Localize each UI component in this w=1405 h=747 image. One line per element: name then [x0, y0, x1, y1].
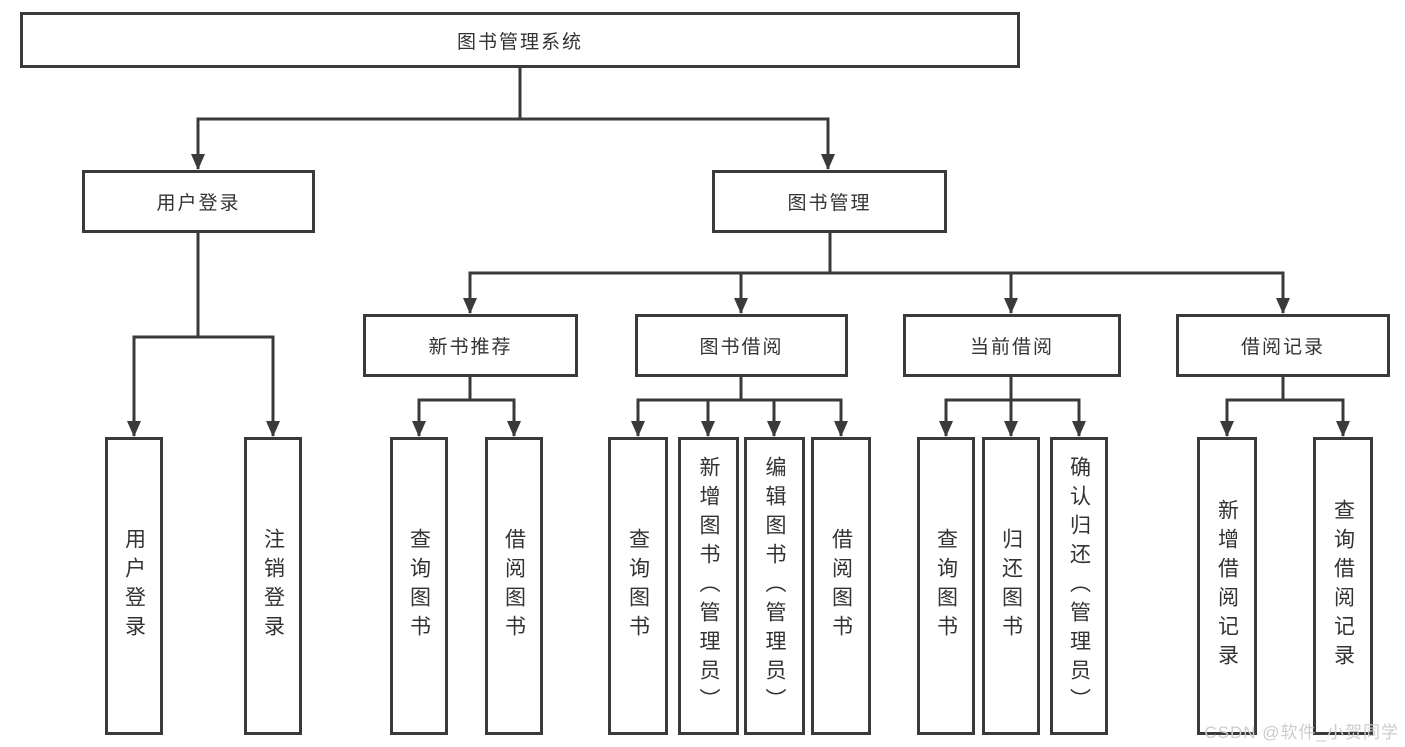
node-book-management: 图书管理: [712, 170, 947, 233]
node-book-borrow: 图书借阅: [635, 314, 848, 377]
connector-book-management-to-level3: [463, 233, 1290, 314]
node-user-login: 用户登录: [82, 170, 315, 233]
leaf-add-book-admin: 新增图书（管理员）: [678, 437, 739, 735]
connector-new-book-recommend-to-leaves: [412, 377, 521, 437]
leaf-query-books-recommend: 查询图书: [390, 437, 448, 735]
node-current-borrow: 当前借阅: [903, 314, 1121, 377]
leaf-confirm-return-admin: 确认归还（管理员）: [1050, 437, 1108, 735]
leaf-query-borrow-record: 查询借阅记录: [1313, 437, 1373, 735]
node-new-book-recommend: 新书推荐: [363, 314, 578, 377]
leaf-add-borrow-record: 新增借阅记录: [1197, 437, 1257, 735]
connector-book-borrow-to-leaves: [631, 377, 848, 437]
connector-borrow-records-to-leaves: [1220, 377, 1350, 437]
node-library-management-system: 图书管理系统: [20, 12, 1020, 68]
leaf-borrow-books-borrow: 借阅图书: [811, 437, 871, 735]
leaf-return-books: 归还图书: [982, 437, 1040, 735]
leaf-borrow-books-recommend: 借阅图书: [485, 437, 543, 735]
leaf-query-books-borrow: 查询图书: [608, 437, 668, 735]
watermark: CSDN @软件_小贺同学: [1204, 723, 1399, 742]
node-borrow-records: 借阅记录: [1176, 314, 1390, 377]
connector-root-to-level2: [191, 68, 835, 170]
leaf-user-login: 用户登录: [105, 437, 163, 735]
connector-user-login-to-leaves: [127, 233, 280, 437]
leaf-edit-book-admin: 编辑图书（管理员）: [744, 437, 805, 735]
leaf-logout: 注销登录: [244, 437, 302, 735]
leaf-query-books-current: 查询图书: [917, 437, 975, 735]
connector-current-borrow-to-leaves: [939, 377, 1086, 437]
